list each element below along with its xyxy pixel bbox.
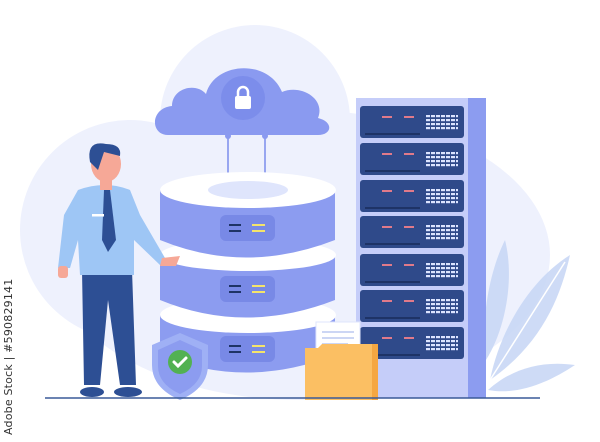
lock-icon xyxy=(235,96,251,109)
businessman xyxy=(58,143,180,397)
leaf-decoration xyxy=(484,240,575,392)
watermark-text: Adobe Stock | #590829141 xyxy=(2,278,15,435)
security-shield xyxy=(152,333,208,400)
server-units xyxy=(360,106,464,359)
hair xyxy=(89,143,121,170)
document-folder xyxy=(305,321,378,400)
database-stack xyxy=(160,172,336,373)
cloud-with-lock xyxy=(154,68,330,190)
